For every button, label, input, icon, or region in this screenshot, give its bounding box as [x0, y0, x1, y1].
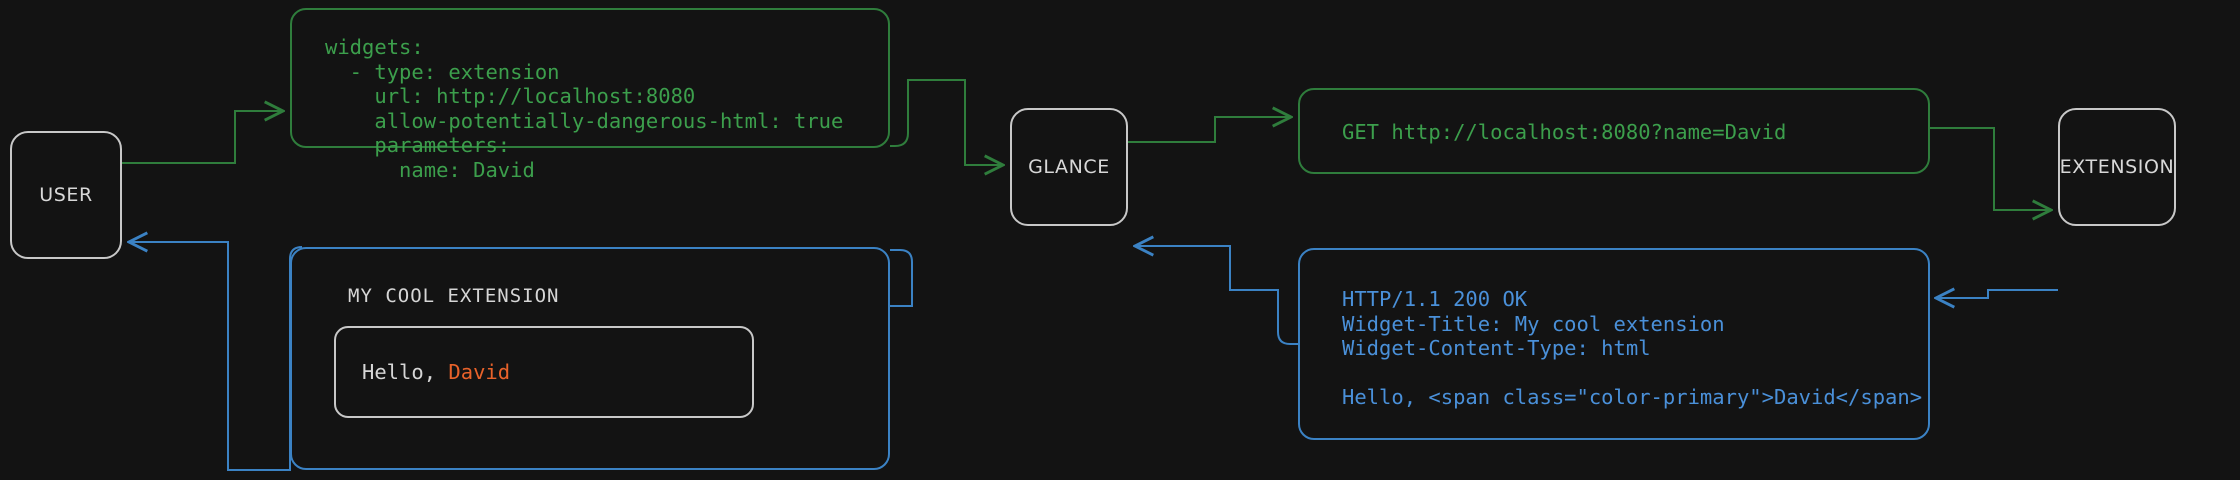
wire-config-glance-route	[890, 79, 1003, 165]
wire-user-to-config	[122, 111, 283, 164]
wire-response-to-glance	[1135, 246, 1298, 345]
http-request-text: GET http://localhost:8080?name=David	[1342, 120, 1787, 144]
node-extension-label: EXTENSION	[2059, 156, 2175, 178]
wire-rendered-user-route	[228, 247, 295, 456]
node-glance-label: GLANCE	[1028, 156, 1110, 178]
node-user-label: USER	[39, 184, 93, 206]
rendered-widget-body: Hello, David	[334, 326, 754, 418]
wire-request-to-extension	[1930, 127, 2051, 210]
wire-config-down-to-glance	[890, 78, 945, 142]
rendered-widget-title: MY COOL EXTENSION	[348, 285, 560, 307]
node-extension[interactable]: EXTENSION	[2058, 108, 2176, 226]
greeting-name: David	[448, 360, 511, 384]
wire-widget-to-user	[129, 242, 303, 471]
http-response-text: HTTP/1.1 200 OK Widget-Title: My cool ex…	[1342, 287, 1923, 409]
yaml-config-text: widgets: - type: extension url: http://l…	[325, 35, 844, 182]
wire-glance-to-request	[1128, 117, 1291, 143]
panel-rendered-widget[interactable]: MY COOL EXTENSION Hello, David	[290, 247, 890, 470]
node-user[interactable]: USER	[10, 131, 122, 259]
panel-yaml-config[interactable]: widgets: - type: extension url: http://l…	[290, 8, 890, 182]
panel-http-request[interactable]: GET http://localhost:8080?name=David	[1298, 88, 1930, 174]
rendered-widget-greeting: Hello, David	[362, 360, 510, 384]
node-glance[interactable]: GLANCE	[1010, 108, 1128, 226]
greeting-prefix: Hello,	[362, 360, 449, 384]
wire-extension-to-response	[1936, 290, 2058, 298]
wire-rendered-to-user-final	[240, 262, 290, 470]
panel-http-response[interactable]: HTTP/1.1 200 OK Widget-Title: My cool ex…	[1298, 248, 1930, 440]
